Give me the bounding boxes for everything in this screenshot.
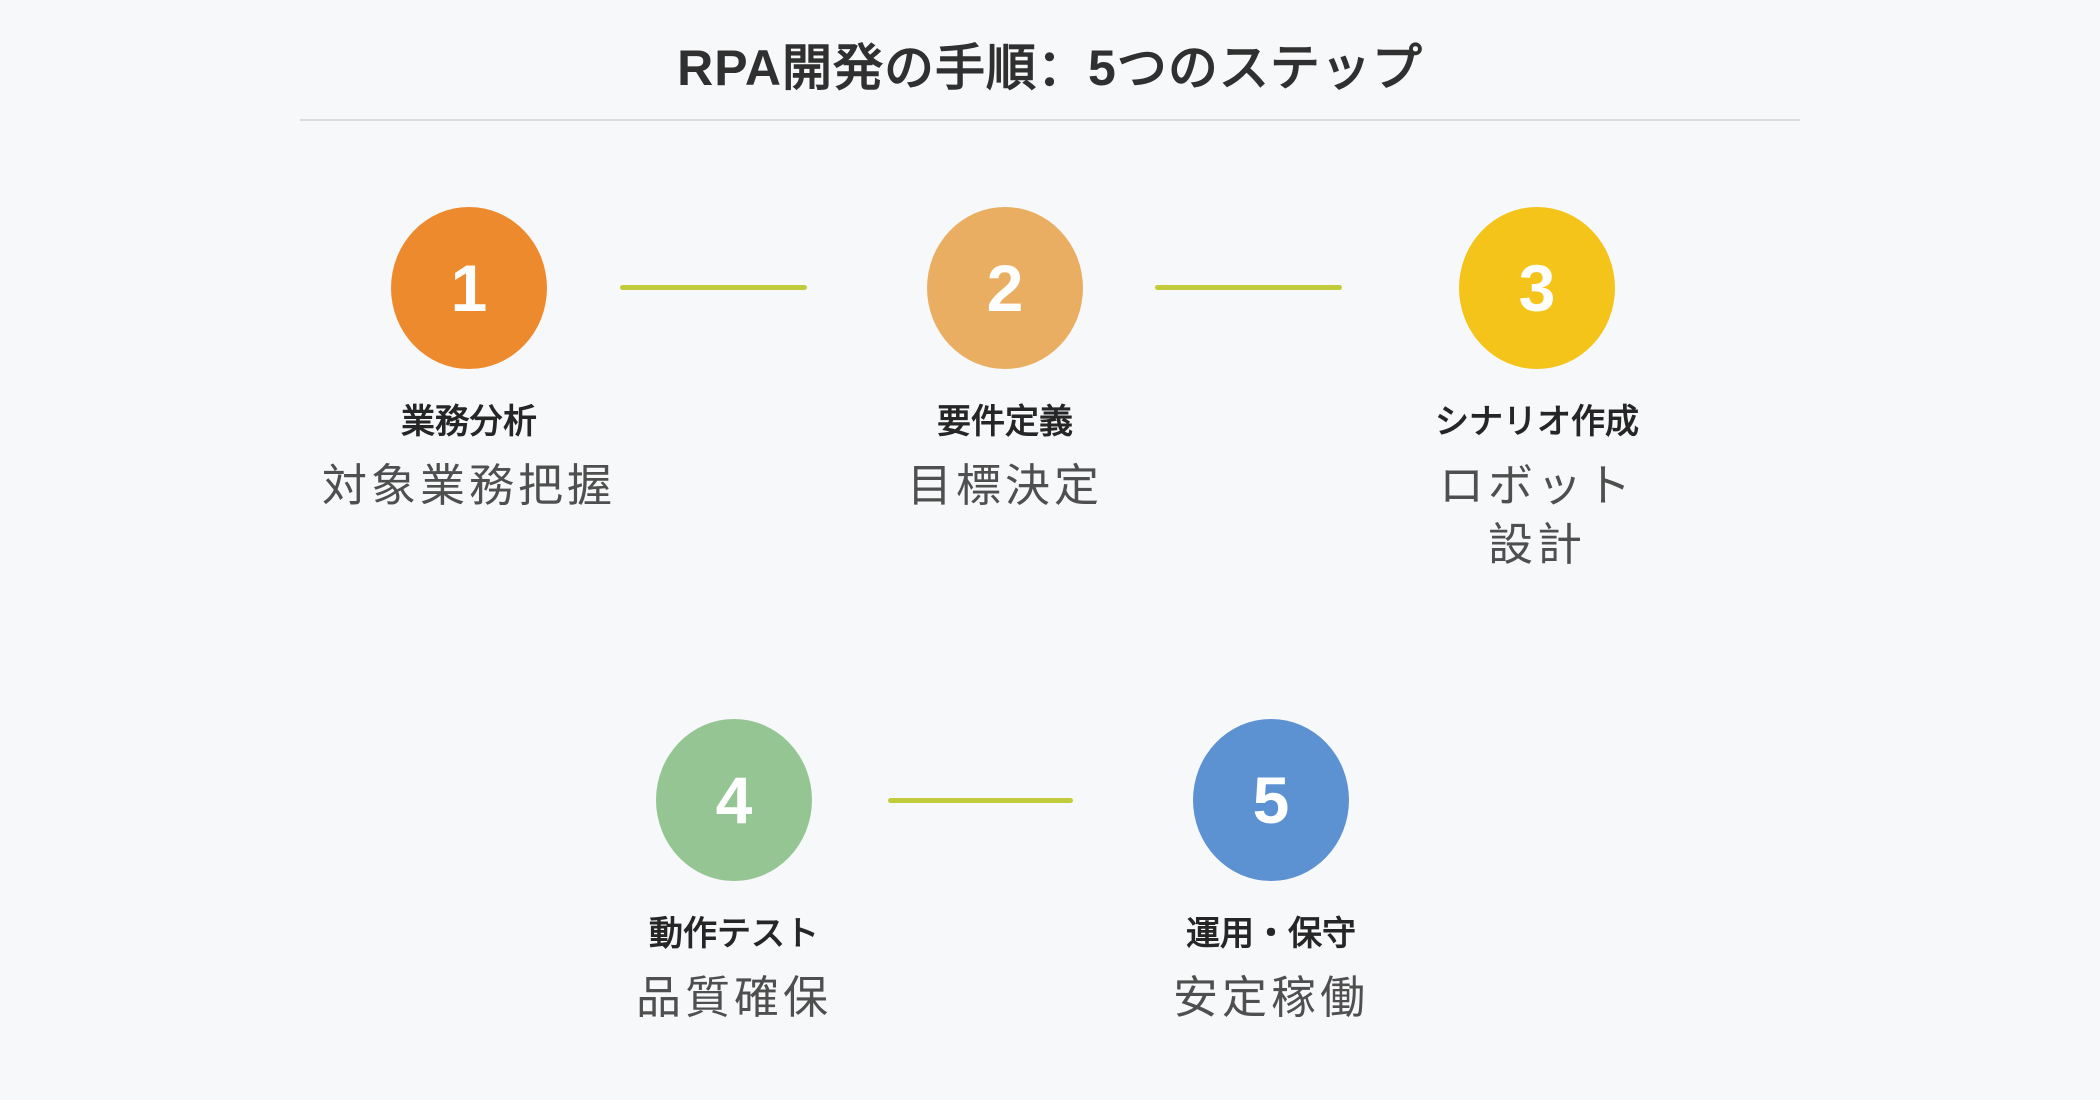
connector-step4-step5 <box>888 798 1073 803</box>
step-1-number: 1 <box>450 251 488 325</box>
step-2: 2 要件定義 目標決定 <box>805 207 1205 515</box>
step-4-label: 動作テスト <box>649 915 819 953</box>
step-3-circle: 3 <box>1459 207 1615 369</box>
step-3-number: 3 <box>1518 251 1556 325</box>
connector-step2-step3 <box>1155 285 1342 290</box>
step-4-number: 4 <box>715 763 753 837</box>
step-5-circle: 5 <box>1193 719 1349 881</box>
step-4-description: 品質確保 <box>635 971 832 1023</box>
connector-step1-step2 <box>620 285 807 290</box>
page-title: RPA開発の手順：5つのステップ <box>677 40 1423 96</box>
step-1-circle: 1 <box>391 207 547 369</box>
step-2-number: 2 <box>986 251 1024 325</box>
step-5-description: 安定稼働 <box>1172 971 1369 1023</box>
step-1: 1 業務分析 対象業務把握 <box>269 207 669 515</box>
step-1-description: 対象業務把握 <box>321 459 616 511</box>
step-5: 5 運用・保守 安定稼働 <box>1071 719 1471 1027</box>
step-4-circle: 4 <box>656 719 812 881</box>
step-3-label: シナリオ作成 <box>1435 403 1639 441</box>
step-3-description: ロボット 設計 <box>1438 459 1635 570</box>
step-4: 4 動作テスト 品質確保 <box>534 719 934 1027</box>
step-5-label: 運用・保守 <box>1186 915 1356 953</box>
step-2-circle: 2 <box>927 207 1083 369</box>
step-2-label: 要件定義 <box>937 403 1073 441</box>
title-divider <box>300 119 1800 121</box>
step-3: 3 シナリオ作成 ロボット 設計 <box>1337 207 1737 574</box>
step-5-number: 5 <box>1252 763 1290 837</box>
step-1-label: 業務分析 <box>401 403 537 441</box>
step-2-description: 目標決定 <box>906 459 1103 511</box>
